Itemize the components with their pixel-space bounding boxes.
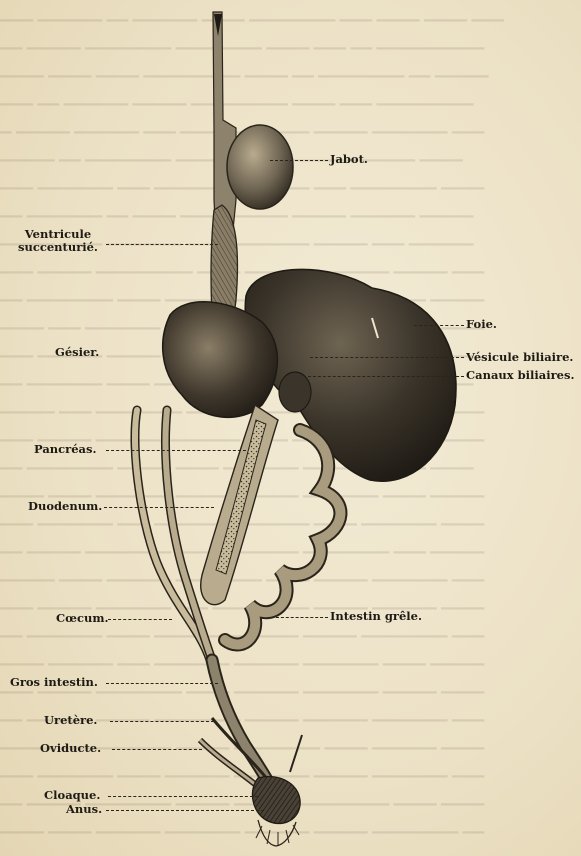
label-caecum: Cœcum. <box>56 612 109 625</box>
label-uretere: Uretère. <box>44 714 97 727</box>
leader-cloaque <box>108 796 258 797</box>
cloaca <box>252 777 300 824</box>
leader-gros-intestin <box>106 683 218 684</box>
label-anus: Anus. <box>66 803 102 816</box>
leader-intestin-grele <box>276 617 328 618</box>
leader-caecum <box>108 619 172 620</box>
leader-foie <box>414 325 464 326</box>
label-pancreas: Pancréas. <box>34 443 96 456</box>
leader-jabot <box>270 160 328 161</box>
leader-ventricule <box>106 244 218 245</box>
label-canaux-biliaires: Canaux biliaires. <box>466 369 574 382</box>
label-intestin-grele: Intestin grêle. <box>330 610 422 623</box>
leader-uretere <box>110 721 214 722</box>
label-duodenum: Duodenum. <box>28 500 102 513</box>
leader-vesicule <box>310 357 464 358</box>
label-jabot: Jabot. <box>330 153 368 166</box>
label-gesier: Gésier. <box>55 346 99 359</box>
leader-canaux <box>308 376 464 377</box>
label-ventricule: Ventricule succenturié. <box>18 228 98 254</box>
label-cloaque: Cloaque. <box>44 789 100 802</box>
label-foie: Foie. <box>466 318 497 331</box>
label-ventricule-line2: succenturié. <box>18 241 98 254</box>
pancreas <box>216 420 266 574</box>
label-oviducte: Oviducte. <box>40 742 101 755</box>
leader-anus <box>106 810 264 811</box>
leader-duodenum <box>104 507 214 508</box>
leader-pancreas <box>106 450 246 451</box>
label-vesicule-biliaire: Vésicule biliaire. <box>466 351 573 364</box>
crop <box>227 125 293 209</box>
label-gros-intestin: Gros intestin. <box>10 676 98 689</box>
leader-oviducte <box>112 749 202 750</box>
gall-bladder <box>279 372 311 412</box>
